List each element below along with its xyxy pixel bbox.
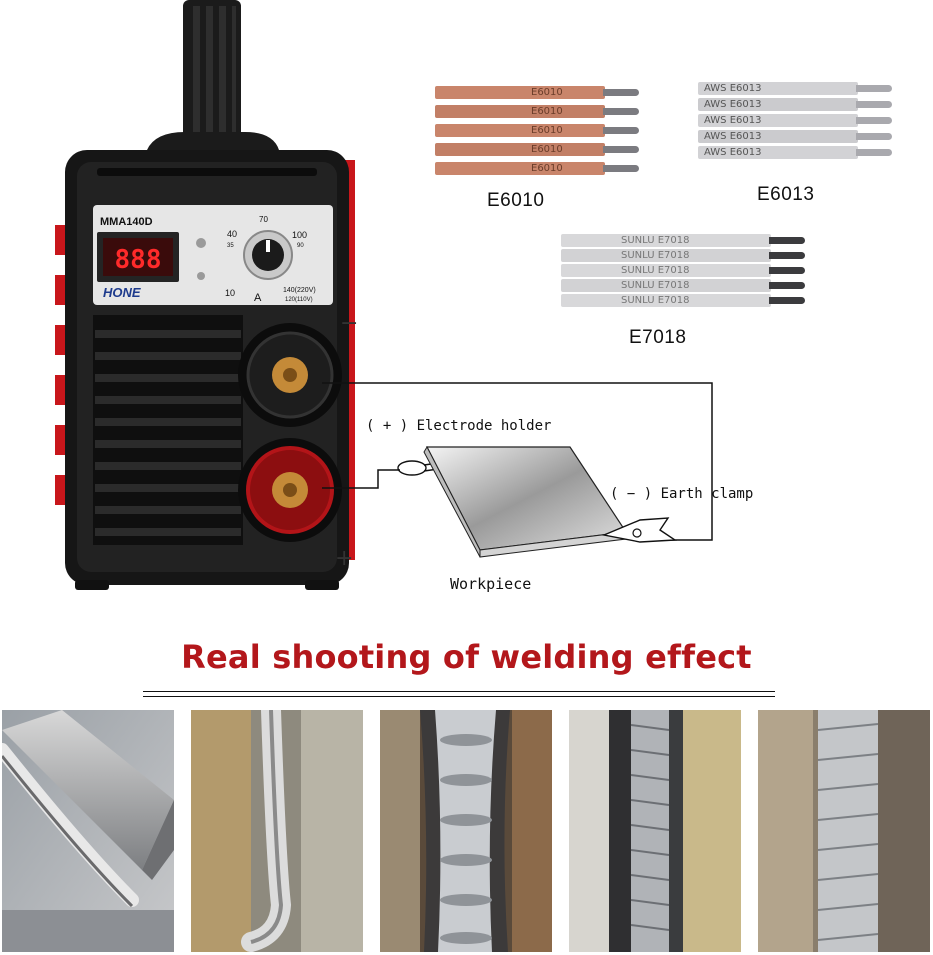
electrode-rod: SUNLU E7018 (561, 279, 805, 292)
electrode-rod: SUNLU E7018 (561, 249, 805, 262)
section-heading: Real shooting of welding effect (181, 638, 752, 676)
electrode-rod: AWS E6013 (698, 114, 892, 127)
electrode-rod: SUNLU E7018 (561, 234, 805, 247)
rating-220v: 140(220V) (283, 287, 316, 294)
dial-mark-90: 90 (297, 243, 304, 249)
weld-photo-2 (191, 710, 363, 952)
electrode-label-e7018: E7018 (629, 327, 687, 348)
welder-machine: 888 MMA140D HONE 40 70 100 35 90 10 A 14… (55, 0, 358, 590)
heading-rule-bottom (143, 696, 775, 697)
rating-110v: 120(110V) (285, 297, 313, 303)
weld-photo-3 (380, 710, 552, 952)
earth-clamp-label: ( − ) Earth clamp (610, 486, 754, 502)
electrode-rod: E6010 (435, 86, 639, 99)
heading-rule-top (143, 691, 775, 692)
dial-mark-70: 70 (259, 215, 268, 224)
workpiece-plate (423, 445, 628, 558)
electrode-rod: AWS E6013 (698, 146, 892, 159)
weld-photo-1 (2, 710, 174, 952)
electrode-rod: E6010 (435, 124, 639, 137)
dial-unit: A (254, 292, 262, 304)
wiring-diagram (322, 382, 713, 558)
electrode-label-e6013: E6013 (757, 184, 815, 205)
dial-mark-40: 40 (227, 229, 237, 239)
weld-photo-4 (569, 710, 741, 952)
brand-logo: HONE (103, 285, 141, 300)
electrode-rod: SUNLU E7018 (561, 264, 805, 277)
electrode-group-e6010: E6010 E6010 E6010 E6010 E6010 (435, 86, 645, 181)
electrode-rod: AWS E6013 (698, 130, 892, 143)
weld-photo-5 (758, 710, 930, 952)
electrode-label-e6010: E6010 (487, 190, 545, 211)
model-label: MMA140D (100, 216, 153, 228)
digital-display: 888 (115, 245, 162, 275)
electrode-group-e7018: SUNLU E7018 SUNLU E7018 SUNLU E7018 SUNL… (561, 234, 821, 314)
dial-mark-100: 100 (292, 230, 307, 240)
electrode-cable (322, 469, 400, 489)
workpiece-label: Workpiece (450, 575, 532, 593)
electrode-holder-label: ( + ) Electrode holder (366, 418, 552, 434)
electrode-rod: E6010 (435, 105, 639, 118)
electrode-rod: AWS E6013 (698, 98, 892, 111)
electrode-rod: E6010 (435, 143, 639, 156)
electrode-rod: E6010 (435, 162, 639, 175)
electrode-rod: SUNLU E7018 (561, 294, 805, 307)
electrode-rod: AWS E6013 (698, 82, 892, 95)
positive-symbol: + (335, 546, 353, 571)
earth-clamp-icon (601, 517, 678, 543)
electrode-group-e6013: AWS E6013 AWS E6013 AWS E6013 AWS E6013 … (698, 82, 918, 167)
dial-mark-10: 10 (225, 288, 235, 298)
dial-mark-35: 35 (227, 243, 234, 249)
negative-symbol: − (340, 311, 358, 336)
